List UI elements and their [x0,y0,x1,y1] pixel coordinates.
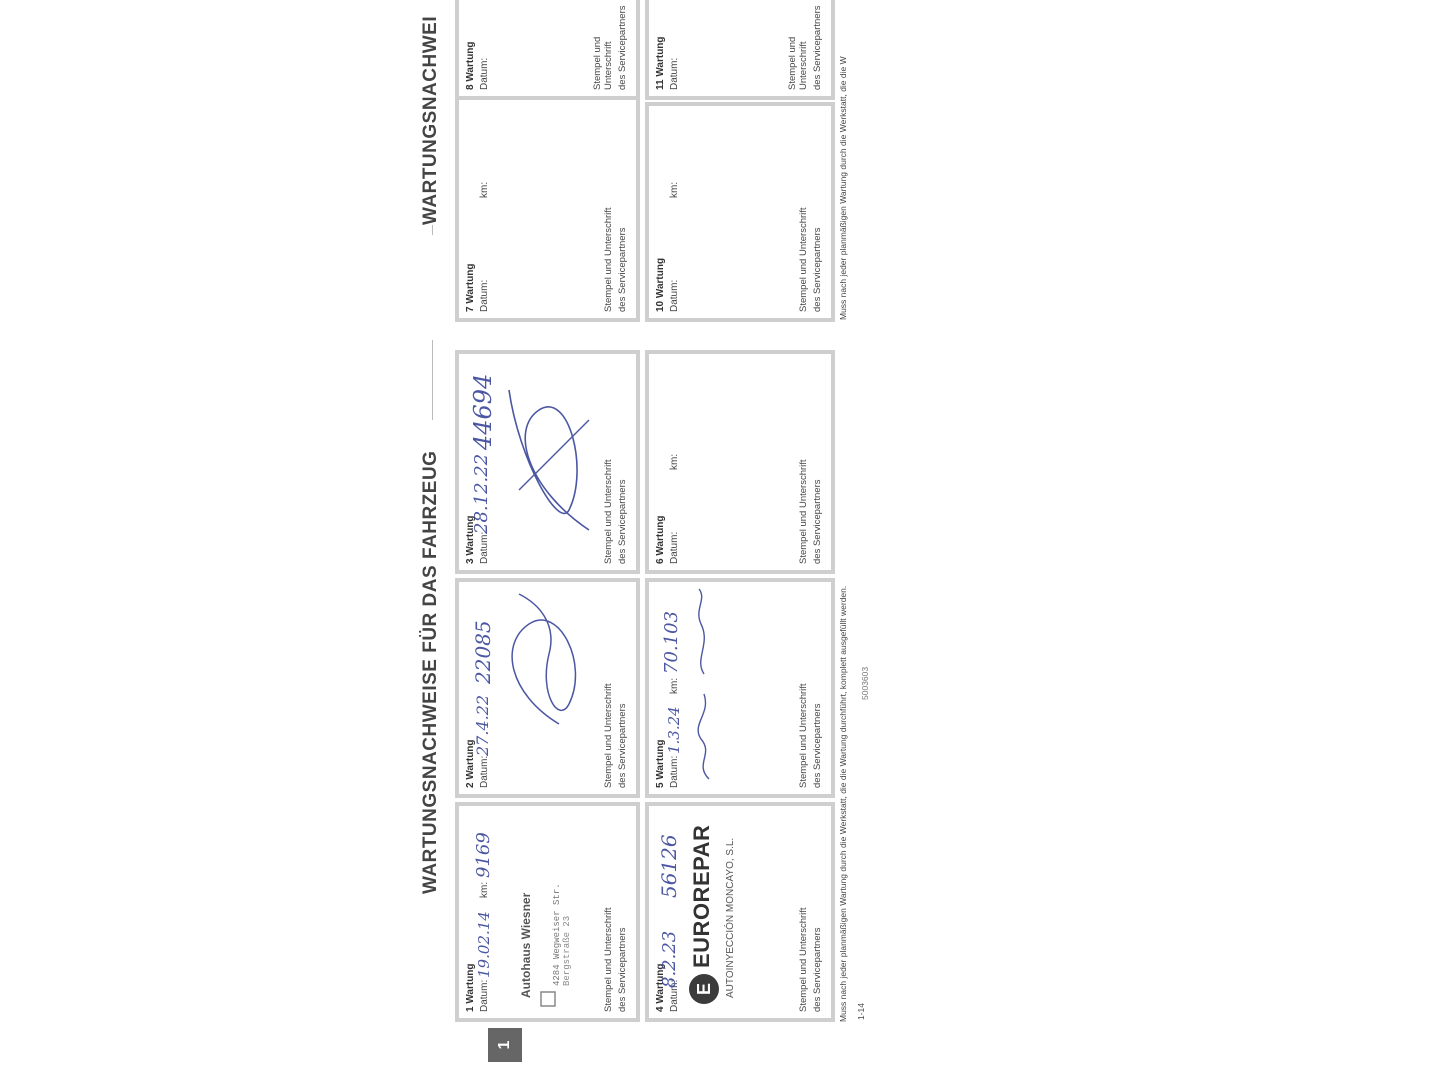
service-7-date-label: Datum: [479,279,490,312]
service-11-date-label: Datum: [669,57,680,90]
heading-rule [432,340,433,420]
service-box-1: 1 Wartung Datum: km: 19.02.14 9169 Autoh… [455,802,640,1022]
service-4-stamp-company: AUTOINYECCIÓN MONCAYO, S.L. [725,837,736,998]
service-8-stamp-line-1: Stempel und Unterschrift [592,36,614,90]
service-4-km-handwritten: 56126 [657,834,681,898]
svg-text:4284 Wegweiser Str.: 4284 Wegweiser Str. [552,883,562,986]
service-1-stamp-line-1: Stempel und Unterschrift [603,907,614,1012]
service-11-stamp-line-2: des Servicepartners [812,5,823,90]
service-box-5: 5 Wartung Datum: km: 1.3.24 70.103 Stemp… [645,578,835,798]
service-8-date-label: Datum: [479,57,490,90]
service-10-stamp-line-2: des Servicepartners [812,227,823,312]
service-6-stamp-line-1: Stempel und Unterschrift [798,459,809,564]
service-10-date-label: Datum: [669,279,680,312]
service-1-date-label: Datum: [479,979,490,1012]
page-heading-continued: WARTUNGSNACHWEI [420,15,441,225]
service-4-date-handwritten: 8.2.23 [659,930,680,988]
service-2-signature [511,593,577,725]
service-1-stamp-graphic: 4284 Wegweiser Str. Bergstraße 23 [540,883,572,1007]
service-7-stamp-line-1: Stempel und Unterschrift [603,207,614,312]
eurorepar-logo-icon: E [689,974,719,1004]
service-8-title: 8 Wartung [465,41,476,90]
service-3-stamp-line-1: Stempel und Unterschrift [603,459,614,564]
service-10-stamp-line-1: Stempel und Unterschrift [798,207,809,312]
service-6-title: 6 Wartung [655,515,666,564]
service-2-date-handwritten: 27.4.22 [473,694,492,756]
service-4-stamp-line-1: Stempel und Unterschrift [798,907,809,1012]
service-2-stamp-line-1: Stempel und Unterschrift [603,683,614,788]
service-5-km-label: km: [669,677,680,694]
chapter-badge: 1 [488,1028,522,1062]
service-box-3: 3 Wartung Datum: 28.12.22 44694 Stempel … [455,350,640,574]
document-code: 5003603 [860,666,870,700]
service-11-stamp-line-1: Stempel und Unterschrift [787,36,809,90]
service-box-2: 2 Wartung Datum: 27.4.22 22085 Stempel u… [455,578,640,798]
service-5-stamp-line-2: des Servicepartners [812,703,823,788]
page-heading: WARTUNGSNACHWEISE FÜR DAS FAHRZEUG [420,450,441,894]
service-5-km-handwritten: 70.103 [661,611,682,674]
service-6-stamp-line-2: des Servicepartners [812,479,823,564]
footnote-right: Muss nach jeder planmäßigen Wartung durc… [838,56,848,320]
service-7-km-label: km: [479,181,490,198]
service-box-10: 10 Wartung Datum: km: Stempel und Unters… [645,102,835,322]
page-number: 1-14 [856,1002,866,1020]
service-8-stamp-line-2: des Servicepartners [617,5,628,90]
service-1-km-handwritten: 9169 [473,832,494,878]
service-1-date-handwritten: 19.02.14 [475,911,493,978]
service-10-title: 10 Wartung [655,257,666,312]
service-3-signature [508,389,590,531]
service-4-stamp-line-2: des Servicepartners [812,927,823,1012]
svg-text:Bergstraße 23: Bergstraße 23 [562,916,572,986]
footnote-left: Muss nach jeder planmäßigen Wartung durc… [838,585,848,1022]
service-3-stamp-line-2: des Servicepartners [617,479,628,564]
service-box-6: 6 Wartung Datum: km: Stempel und Untersc… [645,350,835,574]
service-2-km-handwritten: 22085 [471,620,495,684]
service-10-km-label: km: [669,181,680,198]
service-box-8: 8 Wartung Datum: Stempel und Unterschrif… [455,0,640,100]
service-6-km-label: km: [669,453,680,470]
service-5-date-label: Datum: [669,755,680,788]
service-6-date-label: Datum: [669,531,680,564]
service-2-stamp-line-2: des Servicepartners [617,703,628,788]
service-5-stamp-line-1: Stempel und Unterschrift [798,683,809,788]
heading-rule-2 [432,225,433,235]
service-1-km-label: km: [479,881,490,898]
service-1-stamp-line-2: des Servicepartners [617,927,628,1012]
service-box-11: 11 Wartung Datum: Stempel und Unterschri… [645,0,835,100]
service-2-date-label: Datum: [479,755,490,788]
service-4-stamp-brand: EUROREPAR [689,824,714,968]
service-5-signature [697,588,710,780]
service-box-4: 4 Wartung Datum: 8.2.23 56126 E EUROREPA… [645,802,835,1022]
service-7-stamp-line-2: des Servicepartners [617,227,628,312]
service-5-date-handwritten: 1.3.24 [665,706,683,754]
service-7-title: 7 Wartung [465,263,476,312]
service-11-title: 11 Wartung [655,36,666,90]
